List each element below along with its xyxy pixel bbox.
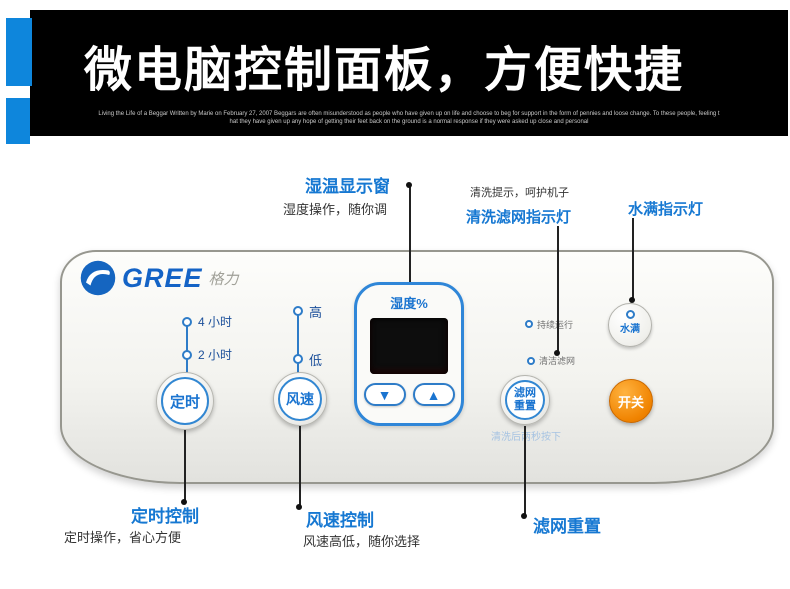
- timer-2h-indicator-light: [182, 350, 192, 360]
- callout-line-reset: [524, 426, 526, 516]
- fan-speed-button: 风速: [273, 372, 327, 426]
- gree-logo: GREE 格力: [80, 260, 239, 296]
- gree-logo-text: GREE: [122, 262, 203, 293]
- filter-reset-button-label-1: 滤网: [514, 387, 536, 400]
- gree-logo-icon: [80, 260, 116, 296]
- blue-accent-square-bottom: [6, 98, 30, 144]
- humidity-display-label: 湿度%: [390, 296, 428, 311]
- fan-high-label: 高: [309, 305, 323, 320]
- fan-speed-button-label: 风速: [278, 377, 322, 421]
- callout-dot-filter: [554, 350, 560, 356]
- timer-button: 定时: [156, 372, 214, 430]
- callout-reset-title: 滤网重置: [533, 517, 601, 536]
- continuous-run-label: 持续运行: [537, 320, 574, 330]
- gree-logo-chinese: 格力: [208, 270, 239, 288]
- filter-reset-button: 滤网 重置: [500, 375, 550, 425]
- timer-4h-label: 4 小时: [198, 315, 233, 329]
- callout-filter-title: 清洗滤网指示灯: [466, 209, 572, 226]
- continuous-run-indicator-light: [525, 320, 533, 328]
- callout-display-desc: 湿度操作，随你调: [283, 202, 388, 217]
- humidity-up-button: ▲: [412, 383, 455, 406]
- timer-2h-label: 2 小时: [198, 348, 233, 362]
- page-title: 微电脑控制面板，方便快捷: [84, 44, 685, 97]
- callout-dot-reset: [521, 513, 527, 519]
- callout-dot-timer: [181, 499, 187, 505]
- water-full-indicator: 水满: [608, 303, 652, 347]
- callout-line-fan: [299, 426, 301, 507]
- fan-low-label: 低: [309, 353, 323, 368]
- callout-line-display: [409, 186, 411, 282]
- callout-fan-title: 风速控制: [306, 511, 374, 530]
- water-full-indicator-light: [625, 310, 635, 319]
- clean-filter-label: 清洁滤网: [539, 356, 576, 366]
- callout-timer-title: 定时控制: [131, 507, 199, 526]
- callout-filter-note: 清洗提示，呵护机子: [470, 187, 569, 199]
- filter-reset-note: 清洗后两秒按下: [491, 432, 561, 443]
- water-full-indicator-label: 水满: [620, 324, 640, 335]
- callout-line-filter: [557, 226, 559, 354]
- callout-display-title: 湿温显示窗: [305, 177, 390, 196]
- callout-dot-water: [629, 297, 635, 303]
- callout-dot-display: [406, 182, 412, 188]
- power-button: 开关: [609, 379, 653, 423]
- filter-reset-button-label-2: 重置: [514, 400, 536, 412]
- up-arrow-icon: ▲: [426, 386, 441, 403]
- header-banner: 微电脑控制面板，方便快捷 Living the Life of a Beggar…: [30, 10, 788, 136]
- callout-line-timer: [184, 430, 186, 502]
- fan-indicator-line: [297, 315, 299, 374]
- timer-4h-indicator-light: [182, 317, 192, 327]
- fan-high-indicator-light: [293, 306, 303, 316]
- power-button-label: 开关: [617, 394, 644, 410]
- callout-fan-desc: 风速高低，随你选择: [303, 534, 421, 549]
- clean-filter-indicator-light: [527, 357, 535, 365]
- humidity-display-window: 湿度% ▼ ▲: [354, 282, 464, 426]
- callout-line-water: [632, 218, 634, 302]
- blue-accent-square-top: [6, 18, 32, 86]
- header-subtext-line1: Living the Life of a Beggar Written by M…: [98, 111, 720, 117]
- header-subtext: Living the Life of a Beggar Written by M…: [30, 110, 788, 126]
- fan-low-indicator-light: [293, 354, 303, 364]
- header-subtext-line2: hat they have given up any hope of getti…: [229, 119, 589, 125]
- callout-timer-desc: 定时操作，省心方便: [64, 530, 182, 545]
- callout-dot-fan: [296, 504, 302, 510]
- timer-button-label: 定时: [161, 377, 209, 425]
- callout-water-title: 水满指示灯: [628, 201, 704, 218]
- lcd-screen: [370, 318, 448, 374]
- down-arrow-icon: ▼: [377, 386, 392, 403]
- humidity-down-button: ▼: [363, 383, 406, 406]
